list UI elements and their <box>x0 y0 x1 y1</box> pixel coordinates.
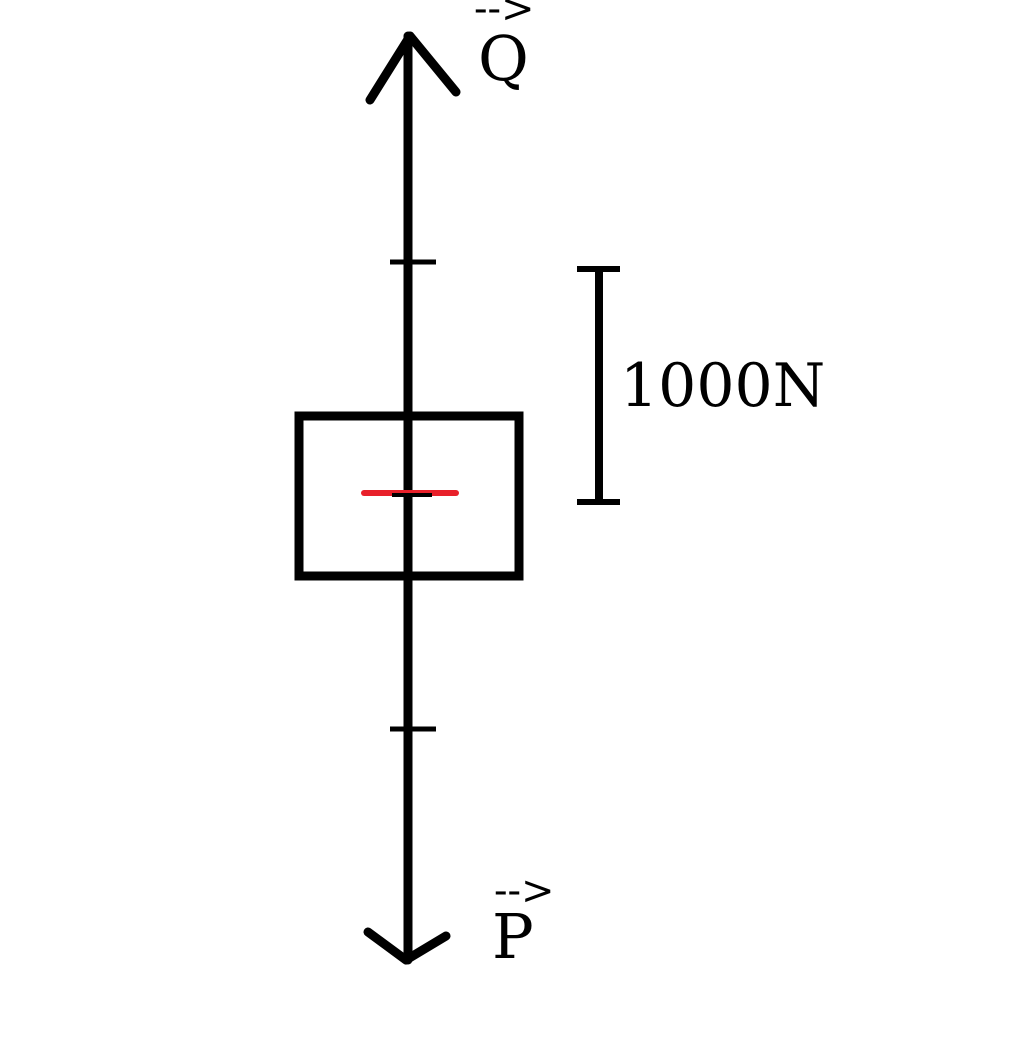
q-vector-mark: --> <box>474 0 535 32</box>
body-box <box>294 411 524 581</box>
p-force-label: P <box>492 900 534 973</box>
q-force-label: Q <box>478 22 529 95</box>
scale-bar <box>577 266 620 505</box>
down-arrowhead-icon <box>363 927 451 965</box>
up-arrowhead-icon <box>365 31 461 105</box>
p-vector-mark: --> <box>494 868 555 914</box>
scale-label: 1000N <box>620 351 825 421</box>
